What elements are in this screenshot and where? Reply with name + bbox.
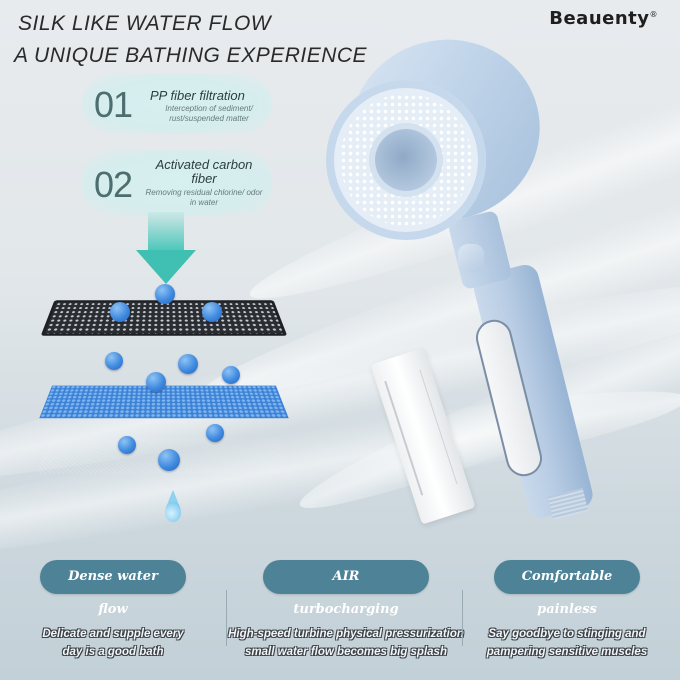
feature-description: Delicate and supple every day is a good …	[0, 625, 226, 661]
water-drop-icon	[165, 490, 181, 522]
registered-mark: ®	[649, 10, 658, 19]
step-title: PP fiber filtration	[150, 88, 245, 103]
feature-description-line: day is a good bath	[62, 646, 164, 658]
feature-comfortable-painless: Comfortable painless Say goodbye to stin…	[454, 560, 680, 661]
water-bead-icon	[146, 372, 166, 392]
feature-title-pill: AIR turbocharging	[263, 560, 429, 617]
feature-divider	[462, 590, 463, 646]
water-bead-icon	[202, 302, 222, 322]
water-bead-icon	[155, 284, 175, 304]
brand-logo: Beauenty®	[549, 8, 658, 29]
headline-line-1: SILK LIKE WATER FLOW	[18, 12, 272, 35]
water-bead-icon	[158, 449, 180, 471]
step-number: 02	[94, 164, 133, 205]
feature-description-line: Delicate and supple every	[42, 628, 184, 640]
water-bead-icon	[222, 366, 240, 384]
feature-description-line: High-speed turbine physical pressurizati…	[228, 628, 464, 640]
feature-description-line: Say goodbye to stinging and	[488, 628, 646, 640]
brand-name: Beauenty	[549, 8, 650, 29]
feature-air-turbocharging: AIR turbocharging High-speed turbine phy…	[226, 560, 466, 661]
feature-dense-water-flow: Dense water flow Delicate and supple eve…	[0, 560, 226, 661]
step-description: Removing residual chlorine/ odor in wate…	[145, 188, 263, 207]
turbo-center-hole	[375, 129, 437, 191]
feature-title-pill: Comfortable painless	[494, 560, 640, 617]
feature-title-pill: Dense water flow	[40, 560, 186, 617]
step-number: 01	[94, 84, 133, 125]
filtration-step-2: 02 Activated carbon fiber Removing resid…	[82, 150, 272, 216]
filtration-step-1: 01 PP fiber filtration Interception of s…	[82, 74, 272, 134]
feature-description: High-speed turbine physical pressurizati…	[226, 625, 466, 661]
step-description: Interception of sediment/ rust/suspended…	[165, 104, 253, 123]
step-title: Activated carbon fiber	[155, 157, 253, 186]
feature-description: Say goodbye to stinging and pampering se…	[454, 625, 680, 661]
water-bead-icon	[110, 302, 130, 322]
feature-divider	[226, 590, 227, 646]
blue-fiber-filter-layer	[39, 385, 289, 419]
water-bead-icon	[206, 424, 224, 442]
feature-description-line: small water flow becomes big splash	[245, 646, 447, 658]
feature-description-line: pampering sensitive muscles	[486, 646, 648, 658]
water-bead-icon	[178, 354, 198, 374]
headline-line-2: A UNIQUE BATHING EXPERIENCE	[14, 44, 368, 67]
water-bead-icon	[118, 436, 136, 454]
water-bead-icon	[105, 352, 123, 370]
black-mesh-filter-layer	[40, 300, 288, 336]
mode-button	[458, 244, 484, 272]
